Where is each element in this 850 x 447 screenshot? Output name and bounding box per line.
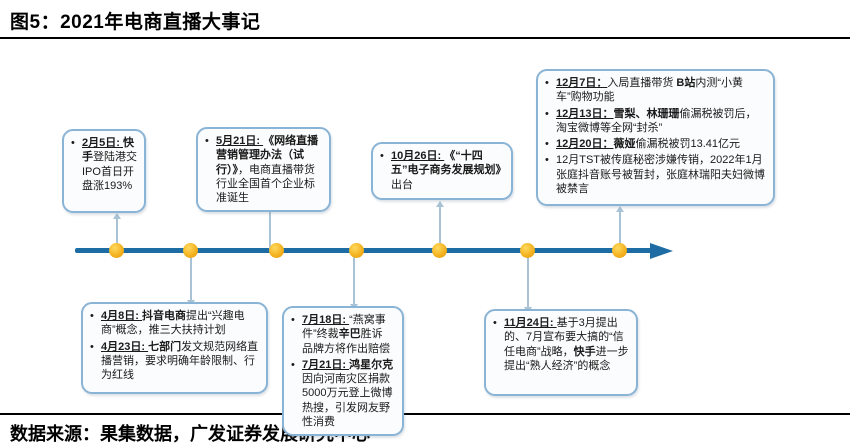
bullet-icon: • [545,138,549,151]
bullet-icon: • [545,77,549,89]
event-item: • 4月8日: 抖音电商提出“兴趣电商”概念，推三大扶持计划 [90,309,259,338]
timeline-dot [109,243,124,258]
event-text: 7月18日: “燕窝事件”终裁辛巴胜诉 品牌方将作出赔偿 [302,314,390,355]
event-box-july: • 7月18日: “燕窝事件”终裁辛巴胜诉 品牌方将作出赔偿 • 7月21日: 鸿星尔… [282,306,404,437]
event-text: 12月20日：薇娅偷漏税被罚13.41亿元 [556,138,741,151]
connector-arrow-down [353,252,355,304]
connector-arrow-up [619,212,621,249]
bullet-icon: • [380,150,384,162]
event-item: • 7月21日: 鸿星尔克因向河南灾区捐款5000万元登上微博热搜，引发网友野性消… [291,358,395,429]
event-text: 12月13日：雪梨、林珊珊偷漏税被罚后，淘宝微博等全网“封杀” [556,107,757,134]
event-text: 4月8日: 抖音电商提出“兴趣电商”概念，推三大扶持计划 [101,310,245,337]
event-text: 10月26日: 《“十四五”电子商务发展规划》出台 [391,150,507,191]
event-text: 4月23日: 七部门发文规范网络直播营销，要求明确年龄限制、行为红线 [101,340,259,382]
figure-title: 图5：2021年电商直播大事记 [10,12,261,33]
event-box-oct26: • 10月26日: 《“十四五”电子商务发展规划》出台 [371,142,513,200]
connector-arrow-up [439,207,441,249]
event-text: 12月7日：入局直播带货 B站内测“小黄车”购物功能 [556,77,744,104]
event-box-may21: • 5月21日: 《网络直播营销管理办法（试行）》，电商直播带货行业全国首个企业标… [196,127,331,213]
event-box-april: • 4月8日: 抖音电商提出“兴趣电商”概念，推三大扶持计划 • 4月23日: 七部门… [81,302,268,394]
timeline-dot [520,243,535,258]
connector-arrow-down [190,252,192,300]
timeline-dot [612,243,627,258]
bullet-icon: • [291,358,295,371]
event-item: • 11月24日: 基于3月提出的、7月宣布要大搞的“信任电商”战略，快手进一步提… [493,316,629,373]
event-text: 7月21日: 鸿星尔克因向河南灾区捐款5000万元登上微博热搜，引发网友野性消费 [302,358,394,429]
timeline-arrowhead-icon [650,242,673,259]
header-divider [0,37,850,39]
event-item: • 12月7日：入局直播带货 B站内测“小黄车”购物功能 [545,76,766,105]
event-item: • 2月5日: 快手登陆港交IPO首日开盘涨193% [71,136,137,193]
timeline-dot [432,243,447,258]
event-item: • 7月18日: “燕窝事件”终裁辛巴胜诉 品牌方将作出赔偿 [291,313,395,356]
event-text: 11月24日: 基于3月提出的、7月宣布要大搞的“信任电商”战略，快手进一步提出… [504,317,629,372]
bullet-icon: • [291,314,295,326]
bullet-icon: • [545,154,549,167]
timeline-dot [269,243,284,258]
bullet-icon: • [71,137,75,149]
event-item: • 12月TST被传庭秘密涉嫌传销，2022年1月张庭抖音账号被暂封，张庭林瑞阳夫… [545,153,766,196]
event-item: • 12月20日：薇娅偷漏税被罚13.41亿元 [545,137,766,151]
event-box-nov24: • 11月24日: 基于3月提出的、7月宣布要大搞的“信任电商”战略，快手进一步提… [484,309,638,396]
data-source: 数据来源：果集数据，广发证券发展研究中心 [10,424,370,444]
timeline-axis [75,248,653,253]
timeline-dot [183,243,198,258]
bullet-icon: • [545,107,549,120]
connector-arrow-up [269,212,271,249]
bullet-icon: • [90,310,94,322]
bullet-icon: • [205,135,209,147]
connector-arrow-up [116,219,118,249]
footer-divider [0,413,850,415]
event-text: 2月5日: 快手登陆港交IPO首日开盘涨193% [82,137,137,192]
event-text: 12月TST被传庭秘密涉嫌传销，2022年1月张庭抖音账号被暂封，张庭林瑞阳夫妇… [556,154,765,196]
event-item: • 12月13日：雪梨、林珊珊偷漏税被罚后，淘宝微博等全网“封杀” [545,107,766,136]
bullet-icon: • [90,340,94,353]
event-item: • 5月21日: 《网络直播营销管理办法（试行）》，电商直播带货行业全国首个企业标… [205,134,322,205]
timeline-dot [349,243,364,258]
event-box-december: • 12月7日：入局直播带货 B站内测“小黄车”购物功能 • 12月13日：雪梨、林珊… [536,69,775,206]
event-item: • 10月26日: 《“十四五”电子商务发展规划》出台 [380,149,507,192]
event-item: • 4月23日: 七部门发文规范网络直播营销，要求明确年龄限制、行为红线 [90,340,259,383]
event-text: 5月21日: 《网络直播营销管理办法（试行）》，电商直播带货行业全国首个企业标准… [216,135,319,205]
connector-arrow-down [527,252,529,307]
event-box-feb5: • 2月5日: 快手登陆港交IPO首日开盘涨193% [62,129,146,213]
bullet-icon: • [493,317,497,329]
